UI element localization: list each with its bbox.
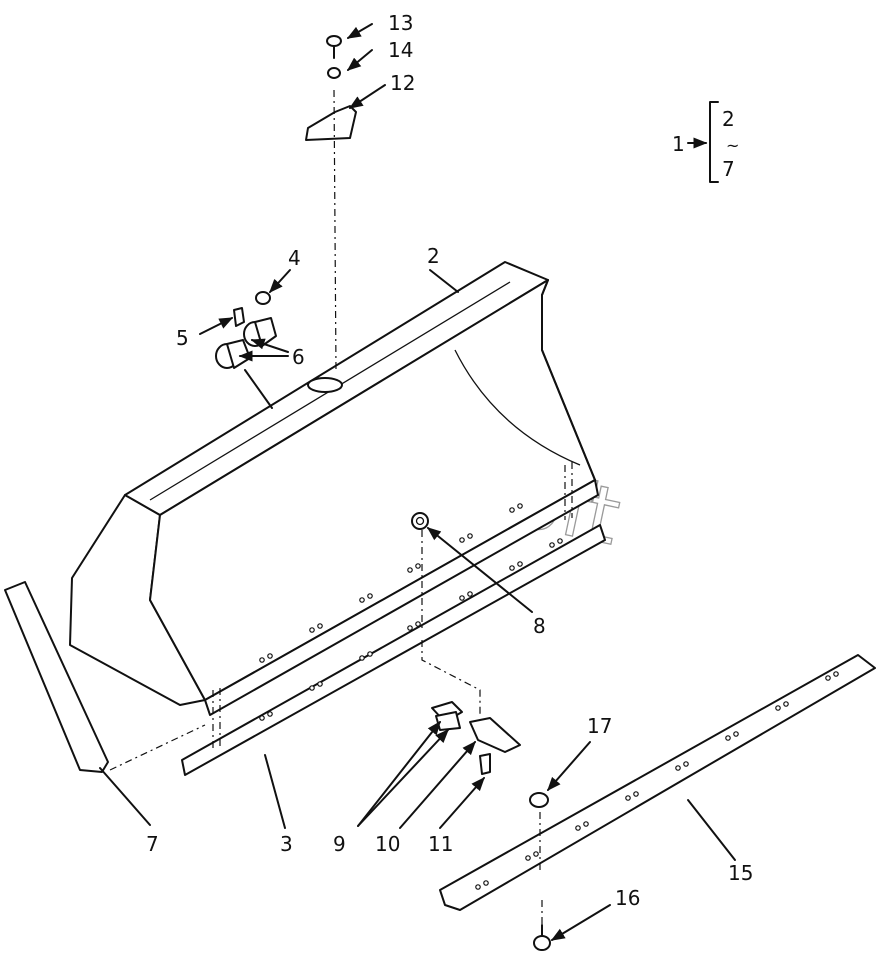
retainer-plate-part-12	[305, 89, 357, 371]
assembly-legend: 1 2 ~ 7	[672, 101, 739, 183]
callout-4: 4	[288, 246, 301, 270]
callout-2: 2	[427, 244, 440, 268]
callout-16: 16	[615, 886, 640, 910]
bucket-body	[69, 261, 599, 716]
callout-8: 8	[533, 614, 546, 638]
callout-labels: 13 14 12 4 5 6 2 8 7 3 9 10 11 17 15 16	[146, 11, 753, 910]
callout-9: 9	[333, 832, 346, 856]
side-cutter-part-7	[4, 581, 206, 773]
bolt-part-16	[533, 924, 551, 951]
callout-15: 15	[728, 861, 753, 885]
callout-17: 17	[587, 714, 612, 738]
cutting-edge-part-15	[439, 654, 876, 930]
bolt-part-13	[326, 35, 342, 59]
callout-5: 5	[176, 326, 189, 350]
leader-lines	[99, 23, 736, 941]
legend-to: 7	[722, 157, 735, 181]
callout-3: 3	[280, 832, 293, 856]
callout-14: 14	[388, 38, 413, 62]
legend-separator: ~	[726, 136, 739, 155]
callout-12: 12	[390, 71, 415, 95]
nut-part-8	[411, 512, 429, 530]
washer-part-14	[327, 67, 341, 79]
legend-parent: 1	[672, 132, 685, 156]
bucket-lip-holes	[259, 503, 523, 663]
legend-from: 2	[722, 107, 735, 131]
bushing-parts	[215, 291, 277, 409]
callout-6: 6	[292, 345, 305, 369]
callout-10: 10	[375, 832, 400, 856]
tooth-parts	[421, 640, 521, 775]
callout-7: 7	[146, 832, 159, 856]
cutting-edge-part-3	[181, 462, 606, 776]
callout-13: 13	[388, 11, 413, 35]
nut-part-17	[529, 792, 549, 808]
callout-11: 11	[428, 832, 453, 856]
